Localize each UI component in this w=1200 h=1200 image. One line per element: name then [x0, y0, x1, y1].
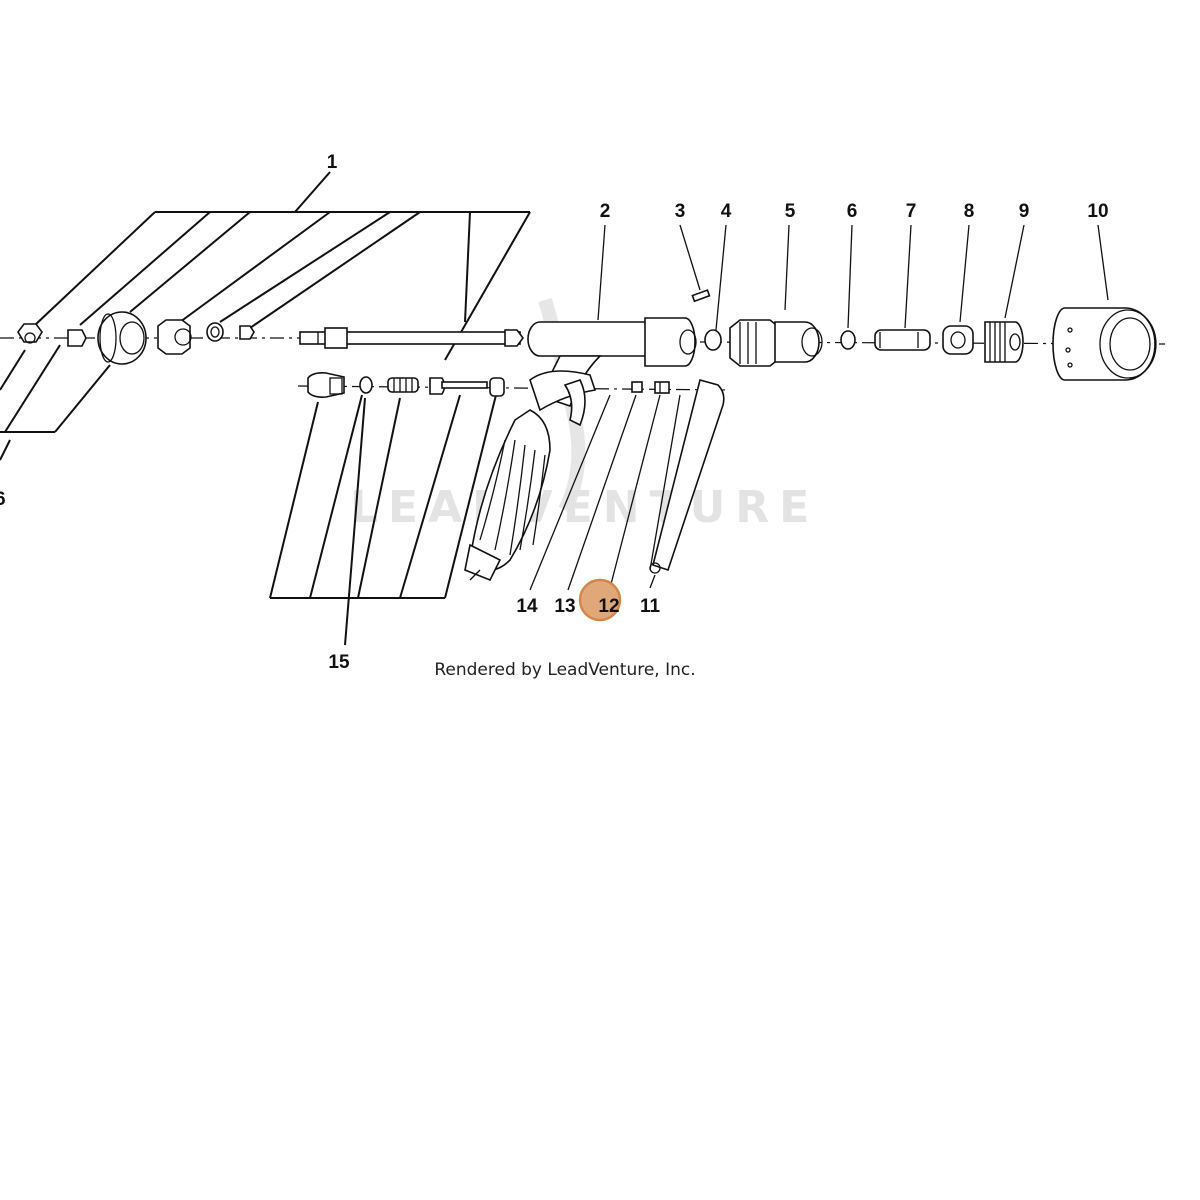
spacer-part	[942, 325, 974, 355]
oring-part	[359, 376, 373, 394]
credit-text: Rendered by LeadVenture, Inc.	[434, 660, 695, 680]
callout-9[interactable]: 9	[1019, 201, 1030, 222]
callout-2[interactable]: 2	[600, 201, 611, 222]
nut-part	[17, 323, 43, 344]
hex-nut-part	[157, 319, 192, 355]
sleeve-part	[874, 329, 931, 351]
shroud-part	[1052, 307, 1157, 381]
left-hardware	[17, 311, 255, 365]
callout-labels: 1 2 3 4 5 6 7 8 9 10 11 12 13 14 15 6	[0, 152, 1109, 673]
callout-6-left-cut[interactable]: 6	[0, 489, 6, 510]
callout-8[interactable]: 8	[964, 201, 975, 222]
watermark-text: LEADVENTURE	[350, 482, 819, 533]
callout-7[interactable]: 7	[906, 201, 917, 222]
valve-stem-part	[429, 377, 488, 395]
valve-seat-part	[307, 372, 345, 398]
cap-part	[97, 311, 147, 365]
trigger-part	[649, 379, 725, 574]
callout-3[interactable]: 3	[675, 201, 686, 222]
seal-part	[840, 330, 856, 350]
callout-11[interactable]: 11	[640, 596, 661, 617]
coupling-part	[729, 319, 823, 367]
small-pins	[631, 289, 722, 394]
callout-10[interactable]: 10	[1087, 201, 1108, 222]
washer-part	[206, 322, 224, 342]
leader-lines	[529, 224, 1109, 591]
bracket-group-15	[269, 394, 497, 646]
bracket-group-1	[0, 171, 531, 461]
bushing-part	[489, 377, 505, 397]
wand-part	[299, 327, 524, 349]
spring-part	[387, 377, 419, 393]
callout-6[interactable]: 6	[847, 201, 858, 222]
callout-5[interactable]: 5	[785, 201, 796, 222]
callout-14[interactable]: 14	[516, 596, 538, 617]
gun-body	[527, 317, 697, 427]
callout-4[interactable]: 4	[721, 201, 732, 222]
callout-12[interactable]: 12	[598, 596, 619, 617]
callout-13[interactable]: 13	[554, 596, 575, 617]
small-nut-part	[239, 325, 255, 340]
lower-row-parts	[307, 372, 505, 398]
grip-part	[464, 409, 551, 582]
callout-1[interactable]: 1	[327, 152, 338, 173]
ferrule-part	[67, 329, 87, 347]
right-hardware	[729, 307, 1157, 381]
knurled-nut-part	[984, 321, 1024, 363]
highlight-marker	[578, 578, 622, 622]
callout-15[interactable]: 15	[328, 652, 350, 673]
